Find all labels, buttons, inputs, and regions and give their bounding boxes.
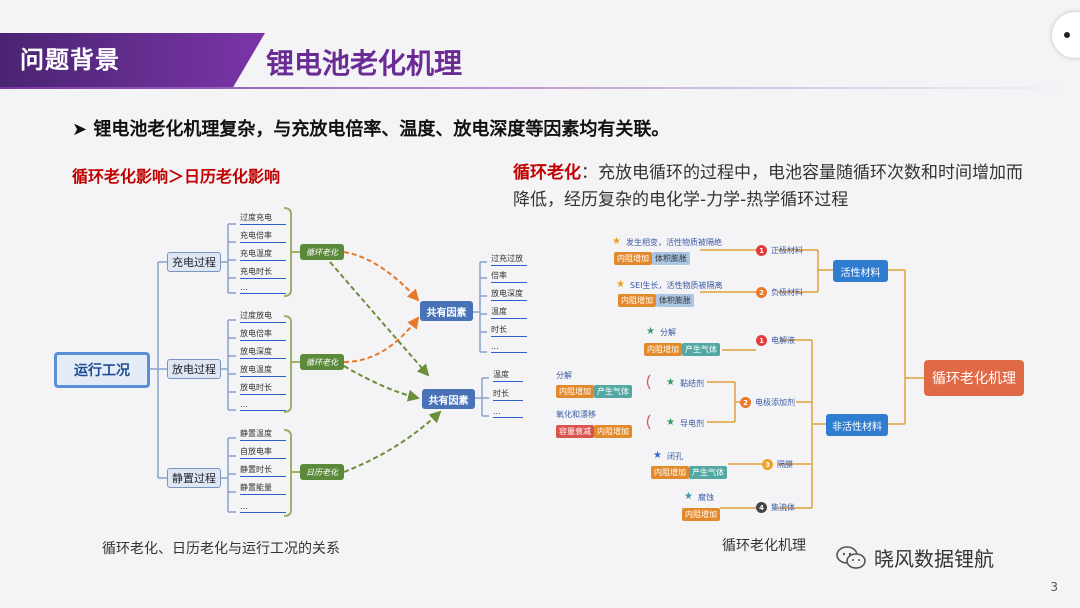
number-badge: 1 bbox=[756, 335, 767, 346]
discharge-leaf: 放电深度 bbox=[240, 346, 286, 359]
common-factors-node: 共有因素 bbox=[420, 301, 473, 321]
charge-leaf: ... bbox=[240, 283, 286, 294]
wechat-icon bbox=[836, 545, 866, 569]
common-factor-leaf: 时长 bbox=[491, 324, 527, 337]
cycle-aging-text: ：充放电循环的过程中，电池容量随循环次数和时间增加而降低，经历复杂的电化学-力学… bbox=[513, 163, 1023, 210]
star-icon: ★ bbox=[666, 377, 675, 388]
discharge-leaf: 过度放电 bbox=[240, 310, 286, 323]
left-subtitle: 循环老化影响＞日历老化影响 bbox=[72, 167, 281, 186]
additive-label: 电极添加剂 bbox=[755, 398, 795, 407]
common-factor-leaf: 温度 bbox=[493, 369, 523, 382]
process-rest: 静置过程 bbox=[167, 468, 221, 488]
star-icon: ★ bbox=[653, 450, 662, 461]
bullet-point: ➤ 锂电池老化机理复杂，与充放电倍率、温度、放电深度等因素均有关联。 bbox=[72, 115, 669, 141]
process-charge: 充电过程 bbox=[167, 252, 221, 272]
tag: 内阻增加 bbox=[618, 294, 656, 307]
number-badge: 2 bbox=[756, 287, 767, 298]
header-banner bbox=[0, 33, 265, 87]
cathode-desc: 发生相变，活性物质被隔绝 bbox=[626, 238, 722, 247]
rest-leaf: 静置能量 bbox=[240, 482, 286, 495]
tag: 内阻增加 bbox=[556, 385, 594, 398]
star-icon: ★ bbox=[646, 326, 655, 337]
charge-leaf: 充电温度 bbox=[240, 248, 286, 261]
common-factor-leaf: ... bbox=[493, 407, 523, 418]
common-factor-leaf: 过充过放 bbox=[491, 253, 527, 266]
wechat-watermark: 晓风数据锂航 bbox=[836, 543, 994, 572]
root-operating-condition: 运行工况 bbox=[54, 352, 150, 388]
tag: 内阻增加 bbox=[682, 508, 720, 521]
charge-leaf: 过度充电 bbox=[240, 212, 286, 225]
page-number: 3 bbox=[1050, 580, 1058, 594]
cathode-label: 正极材料 bbox=[771, 246, 803, 255]
common-factor-leaf: ... bbox=[491, 342, 527, 353]
discharge-leaf: 放电时长 bbox=[240, 382, 286, 395]
conductor-label: 导电剂 bbox=[680, 419, 704, 428]
tag: 内阻增加 bbox=[651, 466, 689, 479]
tag: 产生气体 bbox=[594, 385, 632, 398]
separator-desc: 闭孔 bbox=[667, 452, 683, 461]
tag: 容量衰减 bbox=[556, 425, 594, 438]
right-caption: 循环老化机理 bbox=[722, 538, 806, 554]
separator-label: 隔膜 bbox=[777, 460, 793, 469]
star-icon: ★ bbox=[666, 417, 675, 428]
electrolyte-desc: 分解 bbox=[660, 328, 676, 337]
star-icon: ★ bbox=[684, 491, 693, 502]
conductor-desc: 氧化和漂移 bbox=[556, 410, 596, 419]
cycle-aging-node: 循环老化 bbox=[300, 354, 344, 370]
rest-leaf: 静置时长 bbox=[240, 464, 286, 477]
anode-label: 负极材料 bbox=[771, 288, 803, 297]
electrolyte-label: 电解液 bbox=[771, 336, 795, 345]
section-tag: 问题背景 bbox=[20, 46, 120, 74]
calendar-aging-node: 日历老化 bbox=[300, 464, 344, 480]
tag: 内阻增加 bbox=[594, 425, 632, 438]
process-discharge: 放电过程 bbox=[167, 359, 221, 379]
charge-leaf: 充电倍率 bbox=[240, 230, 286, 243]
binder-label: 黏结剂 bbox=[680, 379, 704, 388]
cycle-aging-node: 循环老化 bbox=[300, 244, 344, 260]
rest-leaf: ... bbox=[240, 502, 286, 513]
number-badge: 2 bbox=[740, 397, 751, 408]
page-title: 锂电池老化机理 bbox=[266, 47, 463, 80]
binder-desc: 分解 bbox=[556, 371, 572, 380]
tag: 产生气体 bbox=[689, 466, 727, 479]
star-icon: ★ bbox=[612, 236, 621, 247]
tag: 内阻增加 bbox=[644, 343, 682, 356]
common-factor-leaf: 温度 bbox=[491, 306, 527, 319]
bullet-text: 锂电池老化机理复杂，与充放电倍率、温度、放电深度等因素均有关联。 bbox=[93, 119, 670, 140]
tag: 内阻增加 bbox=[614, 252, 652, 265]
anode-desc: SEI生长，活性物质被隔离 bbox=[630, 281, 723, 290]
discharge-leaf: ... bbox=[240, 400, 286, 411]
active-material-node: 活性材料 bbox=[833, 260, 888, 282]
wechat-account-name: 晓风数据锂航 bbox=[874, 547, 994, 571]
rest-leaf: 自放电率 bbox=[240, 446, 286, 459]
arrow-bullet-icon: ➤ bbox=[72, 119, 88, 140]
discharge-leaf: 放电温度 bbox=[240, 364, 286, 377]
tag: 体积膨胀 bbox=[652, 252, 690, 265]
common-factor-leaf: 倍率 bbox=[491, 270, 527, 283]
rest-leaf: 静置温度 bbox=[240, 428, 286, 441]
collector-desc: 腐蚀 bbox=[698, 493, 714, 502]
cycle-aging-description: 循环老化：充放电循环的过程中，电池容量随循环次数和时间增加而降低，经历复杂的电化… bbox=[513, 160, 1033, 214]
common-factor-leaf: 放电深度 bbox=[491, 288, 527, 301]
dot-icon bbox=[1064, 32, 1070, 38]
star-icon: ★ bbox=[616, 279, 625, 290]
common-factors-node: 共有因素 bbox=[422, 389, 475, 409]
cycle-aging-term: 循环老化 bbox=[513, 163, 581, 183]
tag: 产生气体 bbox=[682, 343, 720, 356]
left-caption: 循环老化、日历老化与运行工况的关系 bbox=[102, 541, 340, 557]
number-badge: 3 bbox=[762, 459, 773, 470]
collector-label: 集流体 bbox=[771, 503, 795, 512]
number-badge: 4 bbox=[756, 502, 767, 513]
common-factor-leaf: 时长 bbox=[493, 388, 523, 401]
tag: 体积膨胀 bbox=[656, 294, 694, 307]
charge-leaf: 充电时长 bbox=[240, 266, 286, 279]
number-badge: 1 bbox=[756, 245, 767, 256]
inactive-material-node: 非活性材料 bbox=[826, 414, 888, 436]
discharge-leaf: 放电倍率 bbox=[240, 328, 286, 341]
mechanism-root: 循环老化机理 bbox=[924, 360, 1024, 396]
header-divider bbox=[0, 87, 1080, 89]
